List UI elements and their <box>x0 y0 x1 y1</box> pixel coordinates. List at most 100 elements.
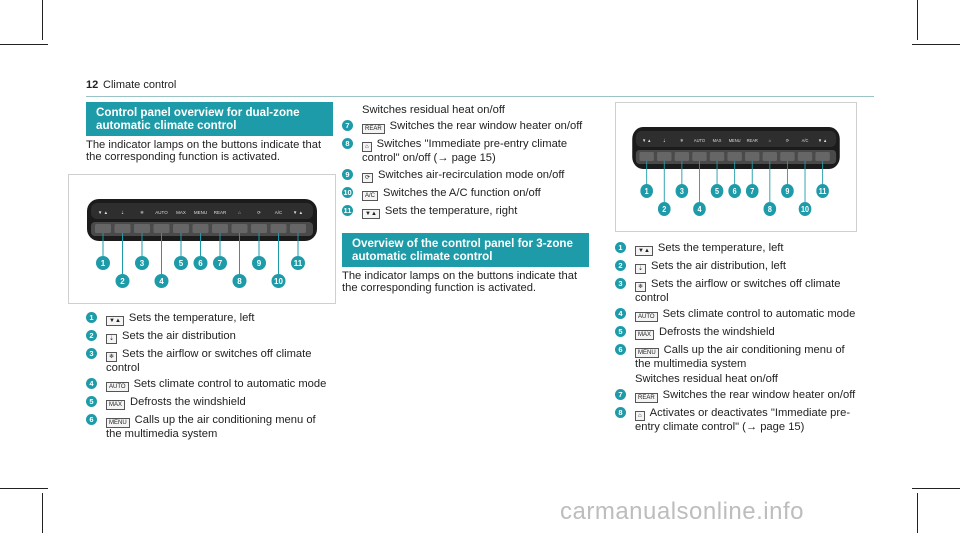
callout-number: 4 <box>86 378 97 390</box>
callout-number: 9 <box>785 187 789 196</box>
panel-button <box>192 223 209 233</box>
panel-button-label: A/C <box>802 138 809 143</box>
crop-mark <box>917 0 918 40</box>
panel-top <box>635 131 837 147</box>
callout-number: 4 <box>697 205 702 214</box>
callout-number: 8 <box>615 407 626 419</box>
callout-number: 11 <box>342 204 353 216</box>
callout-marker <box>174 255 188 270</box>
menu-icon: MENU <box>106 418 130 429</box>
rear-window-heater-icon: REAR <box>635 393 658 404</box>
panel-button <box>815 152 830 161</box>
callout-marker <box>710 184 724 198</box>
legend-text: Defrosts the windshield <box>130 396 246 409</box>
callout-number: 3 <box>680 187 684 196</box>
auto-icon: AUTO <box>635 312 658 323</box>
legend-item: 8⌂Switches "Immediate pre-entry climate … <box>342 138 589 164</box>
crop-mark <box>912 488 960 489</box>
continued-text: Switches residual heat on/off <box>362 104 505 116</box>
panel-button <box>134 223 150 233</box>
panel-button <box>153 223 170 233</box>
callout-marker <box>781 184 794 198</box>
callout-marker <box>252 255 266 270</box>
callout-marker <box>640 184 653 198</box>
panel-button <box>727 152 742 161</box>
legend-item: 2⇣Sets the air distribution, left <box>615 260 862 274</box>
legend-item: 5 MAX Defrosts the windshield <box>615 326 862 341</box>
panel-button-label: ⟳ <box>786 138 790 143</box>
callout-number: 4 <box>615 308 626 320</box>
legend-item: 11 ▼▲ Sets the temperature, right <box>342 204 589 219</box>
callout-number: 6 <box>198 259 203 268</box>
callout-number: 6 <box>86 414 97 426</box>
callout-number: 5 <box>615 326 626 338</box>
panel-button <box>251 223 267 233</box>
panel-button-label: REAR <box>214 210 227 215</box>
callout-number: 7 <box>218 259 223 268</box>
callout-number: 5 <box>715 187 720 196</box>
callout-number: 1 <box>86 311 97 323</box>
callout-number: 7 <box>615 389 626 401</box>
callout-number: 3 <box>140 259 145 268</box>
menu-icon: MENU <box>635 348 659 359</box>
panel-button <box>639 152 654 161</box>
panel-button <box>173 223 189 233</box>
watermark: carmanualsonline.info <box>560 498 804 525</box>
callout-number: 9 <box>342 168 353 180</box>
legend-text: Sets the temperature, left <box>657 242 784 254</box>
panel-button-label: ▼ ▲ <box>293 210 303 215</box>
legend-text: Defrosts the windshield <box>659 326 775 339</box>
panel-button-label: ❄ <box>140 210 144 215</box>
legend-text: Sets the temperature, right <box>384 204 518 217</box>
callout-number: 3 <box>86 347 97 359</box>
legend-text: Sets the temperature, left <box>128 311 255 324</box>
callout-number: 8 <box>342 138 353 150</box>
panel-button <box>657 152 672 161</box>
callout-number: 11 <box>819 187 827 196</box>
panel-button-label: ▼ ▲ <box>642 138 651 143</box>
callout-number: 10 <box>342 186 353 198</box>
legend-item: 1 ▼▲ Sets the temperature, left <box>86 311 333 326</box>
callout-number: 7 <box>750 187 754 196</box>
temp-icon: ▼▲ <box>106 315 124 326</box>
temp-right-icon: ▼▲ <box>362 208 380 219</box>
callout-number: 1 <box>101 259 106 268</box>
ac-icon: A/C <box>362 190 379 201</box>
callout-marker <box>154 273 169 288</box>
panel-button-label: REAR <box>747 138 758 143</box>
panel-button <box>674 152 690 161</box>
panel-button <box>270 223 287 233</box>
callout-number: 11 <box>294 259 303 268</box>
legend-text: Switches the A/C function on/off <box>383 186 541 199</box>
callout-number: 5 <box>86 396 97 408</box>
crop-mark <box>0 44 48 45</box>
left-column: Control panel overview for dual-zone aut… <box>68 102 336 441</box>
crop-mark <box>42 0 43 40</box>
callout-number: 2 <box>86 329 97 341</box>
callout-marker <box>745 184 759 198</box>
header-rule <box>86 96 874 97</box>
panel-button-label: MAX <box>176 210 186 215</box>
callout-marker <box>213 255 227 270</box>
callout-marker <box>135 255 149 270</box>
temp-icon: ▼▲ <box>635 246 653 256</box>
callout-marker <box>816 184 829 198</box>
callout-marker <box>115 273 130 288</box>
callout-marker <box>763 202 777 216</box>
airflow-icon: ❄ <box>635 282 647 292</box>
panel-button <box>780 152 795 161</box>
crop-mark <box>0 488 48 489</box>
panel-button-label: MENU <box>194 210 207 215</box>
crop-mark <box>42 493 43 533</box>
panel-button-label: ⌂ <box>769 138 772 143</box>
legend-text: Switches the rear window heater on/off <box>389 120 583 133</box>
panel-button-label: ⌂ <box>238 210 241 215</box>
defrost-icon: MAX <box>635 330 655 341</box>
